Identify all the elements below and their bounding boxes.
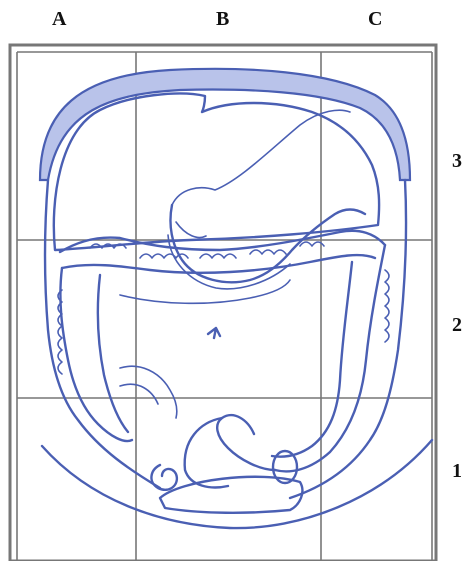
pelvic-floor-curve (42, 440, 432, 528)
sigmoid-loop (185, 418, 228, 487)
ascending-colon-inner (98, 275, 128, 432)
diaphragm-band (40, 69, 410, 180)
rectum-loop (151, 465, 176, 490)
stomach-outline (170, 205, 365, 282)
transverse-colon-upper (60, 231, 385, 252)
omentum-line (120, 280, 290, 303)
navel-mark (208, 328, 220, 338)
descending-colon-inner (272, 262, 352, 457)
ascending-colon-outer (60, 268, 132, 441)
stomach-inner-curve (168, 235, 290, 289)
descending-colon-haustra (385, 270, 389, 342)
gallbladder-outline (176, 222, 206, 237)
descending-colon-outer (275, 245, 385, 471)
liver-lobe-line (172, 110, 350, 205)
transverse-colon-lower (62, 255, 375, 273)
cecum-appendix (120, 366, 177, 418)
sigmoid-colon (217, 415, 275, 470)
liver-outline (54, 94, 379, 250)
